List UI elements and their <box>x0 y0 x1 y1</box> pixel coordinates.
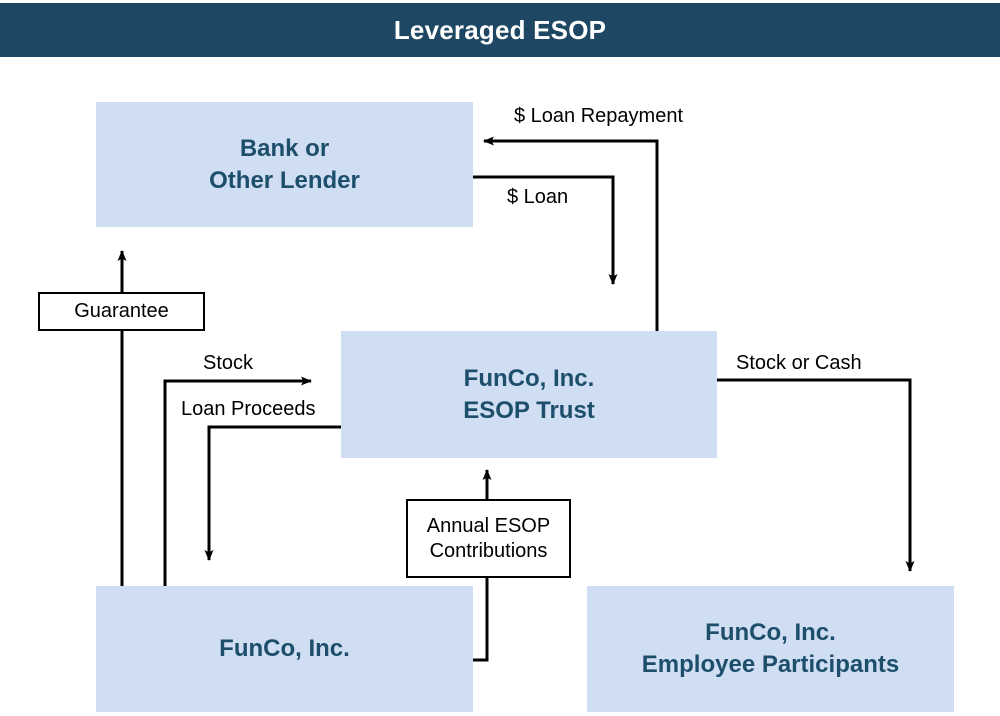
diagram-title-bar: Leveraged ESOP <box>0 3 1000 57</box>
note-label-line2: Contributions <box>429 539 548 562</box>
note-label-line1: Guarantee <box>74 300 169 322</box>
node-funco-employee-participants[interactable]: FunCo, Inc. Employee Participants <box>587 586 954 712</box>
note-label-line1: Annual ESOP <box>426 514 551 537</box>
node-funco-inc[interactable]: FunCo, Inc. <box>96 586 473 712</box>
connector-stock <box>163 376 312 586</box>
flow-label-loan-repayment: $ Loan Repayment <box>514 105 684 127</box>
node-label-line1: FunCo, Inc. <box>463 364 595 392</box>
flow-label-loan: $ Loan <box>507 186 569 208</box>
node-label-line2: Other Lender <box>209 166 360 194</box>
node-label-line2: ESOP Trust <box>463 396 595 424</box>
node-label-line2: Employee Participants <box>641 651 900 678</box>
flow-label-stock-or-cash: Stock or Cash <box>736 352 862 374</box>
node-label-line1: FunCo, Inc. <box>705 619 836 647</box>
node-label-line1: Bank or <box>239 134 330 162</box>
connector-loan <box>473 175 618 285</box>
node-funco-esop-trust[interactable]: FunCo, Inc. ESOP Trust <box>341 331 717 458</box>
page-title: Leveraged ESOP <box>393 14 607 45</box>
note-guarantee[interactable]: Guarantee <box>38 292 205 331</box>
connector-stock-or-cash <box>717 378 915 572</box>
flow-label-stock: Stock <box>203 352 254 374</box>
node-label-line1: FunCo, Inc. <box>219 635 350 663</box>
connector-loan-repayment <box>483 136 659 331</box>
connector-loan-proceeds <box>204 425 341 561</box>
flow-label-loan-proceeds: Loan Proceeds <box>181 398 316 420</box>
note-annual-esop-contributions[interactable]: Annual ESOP Contributions <box>406 499 571 578</box>
node-bank-or-other-lender[interactable]: Bank or Other Lender <box>96 102 473 227</box>
